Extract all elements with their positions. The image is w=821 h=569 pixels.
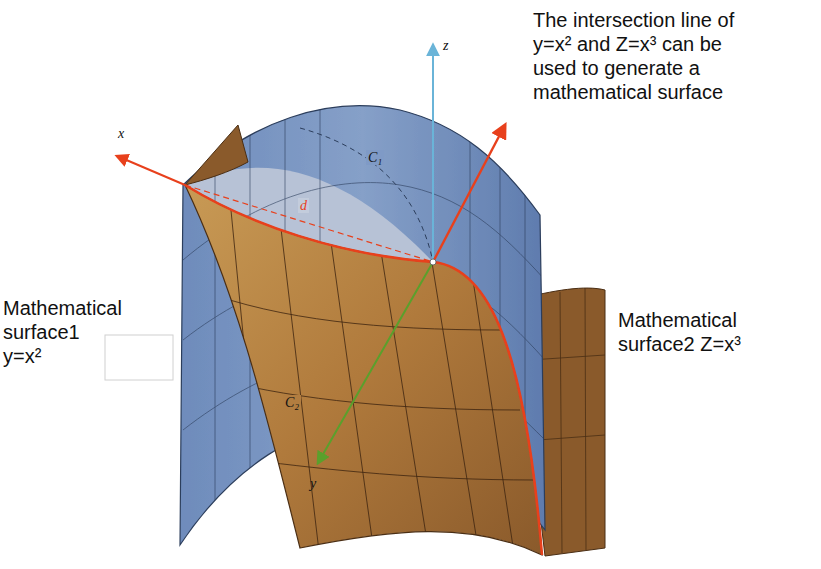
grid-line — [250, 460, 535, 480]
grid-line — [380, 245, 430, 560]
x-axis — [117, 156, 185, 185]
grid-line — [585, 288, 586, 550]
grid-line — [230, 200, 265, 560]
grid-line — [538, 435, 605, 440]
surface-label: Mathematical surface1 y=x² — [3, 296, 123, 368]
blank-box — [105, 335, 173, 380]
grid-line — [200, 290, 500, 330]
pointer-arrow — [433, 125, 505, 262]
grid-line — [220, 380, 520, 410]
grid-line — [430, 250, 480, 560]
y-axis — [318, 262, 433, 463]
cubic-surface — [185, 185, 542, 555]
annotation-note: The intersection line of y=x² and Z=x³ c… — [533, 8, 748, 104]
grid-line — [215, 60, 216, 560]
grid-line — [560, 292, 562, 553]
grid-line — [330, 235, 375, 560]
chord-label: d — [298, 198, 309, 213]
curve-label: C₂ — [283, 395, 301, 410]
z-axis — [432, 45, 434, 262]
axis-label: y — [310, 476, 316, 493]
parabolic-grid — [183, 60, 545, 560]
dashed-chord — [185, 185, 433, 262]
axis-label: x — [118, 126, 124, 143]
intersection-curve — [185, 185, 542, 555]
grid-line — [280, 220, 320, 560]
axis-label: z — [443, 38, 448, 55]
curve-label: C₁ — [366, 150, 384, 165]
cubic-surface-flap — [185, 125, 248, 185]
origin-dot — [430, 259, 436, 265]
surface-label: Mathematical surface2 Z=x³ — [618, 308, 746, 356]
